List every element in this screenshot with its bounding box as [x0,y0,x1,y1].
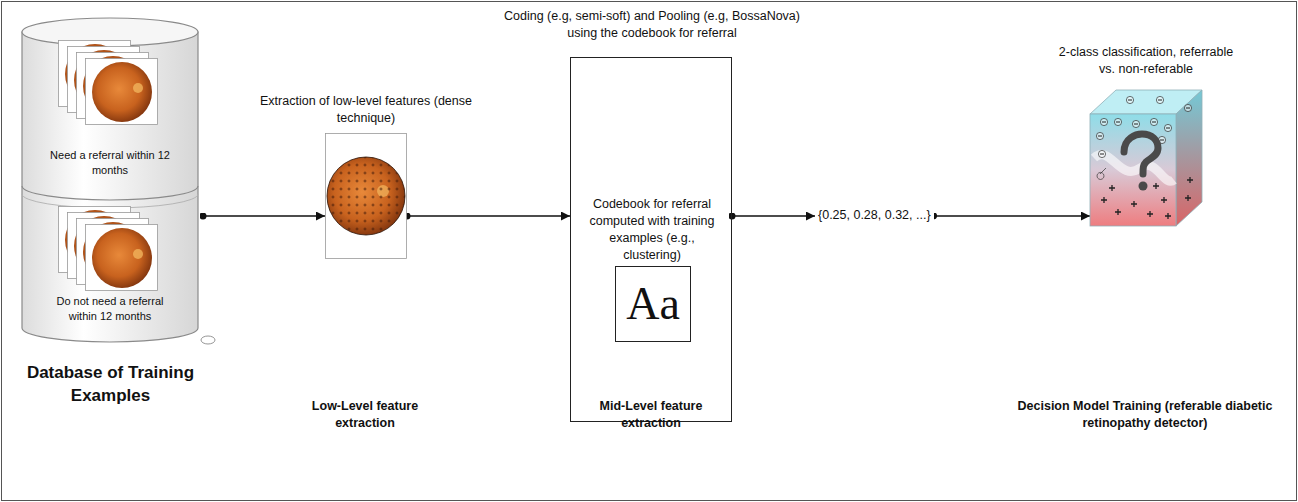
drawing-part [1164,124,1171,131]
drawing-part [1131,201,1137,207]
codebook-box: Aa [615,266,691,342]
drawing-part [1150,118,1157,125]
database-cylinder: Need a referral within 12 months Do not n… [18,10,203,350]
drawing-part [326,134,407,259]
drawing-part [1161,197,1167,203]
flow-arrow [934,215,1090,216]
section-label: Low-Level feature extraction [301,398,429,432]
drawing-part [1097,168,1106,179]
classifier-cube: 2-class classification, referrable vs. n… [1090,88,1202,228]
flow-arrow [407,215,570,216]
classifier-cube [1090,88,1202,228]
drawing-part [1176,90,1202,226]
drawing-part [1094,155,1174,182]
drawing-part [1090,90,1202,114]
drawing-part [1098,150,1105,157]
drawing-part [1124,134,1158,174]
drawing-part [1184,104,1191,111]
drawing-part [86,225,158,291]
flow-arrow [732,215,815,216]
drawing-part [1147,211,1153,217]
feature-vector: {0.25, 0.28, 0.32, ...} [815,206,934,224]
drawing-part [22,194,198,208]
drawing-part [1139,182,1148,191]
drawing-part [1132,120,1139,127]
drawing-part [1165,213,1171,219]
flow-arrow [203,215,325,216]
drawing-part [327,157,405,235]
drawing-part [327,157,405,235]
drawing-part [327,157,405,235]
dense-fundus-image [325,133,407,259]
drawing-part [1114,118,1121,125]
drawing-part [1090,114,1176,226]
drawing-part [22,186,198,200]
section-label: Mid-Level feature extraction [587,398,715,432]
drawing-part [1185,195,1191,201]
drawing-part [1100,118,1107,125]
drawing-part [1115,209,1121,215]
database-heading: Database of Training Examples [23,362,198,408]
codebook-symbol: Aa [616,267,690,341]
class-caption: Do not need a referral within 12 months [50,294,170,324]
drawing-part [1156,96,1163,103]
box-text: Codebook for referral computed with trai… [587,196,717,264]
drawing-part [1096,132,1103,139]
section-label: Decision Model Training (referable diabe… [1000,398,1290,432]
drawing-part [1153,183,1159,189]
drawing-part [1187,177,1193,183]
step-heading: Coding (e.g, semi-soft) and Pooling (e.g… [502,8,802,42]
drawing-part [86,59,158,125]
process-box: AaCoding (e.g, semi-soft) and Pooling (e… [570,57,732,422]
class-caption: Need a referral within 12 months [50,148,170,178]
drawing-part [1109,185,1115,191]
drawing-part [22,32,198,342]
fundus-image: Extraction of low-level features (dense … [325,133,407,259]
step-heading: 2-class classification, referrable vs. n… [1051,44,1241,78]
drawing-part [201,336,215,344]
drawing-part [1126,96,1133,103]
drawing-part [1101,197,1107,203]
vector-text: {0.25, 0.28, 0.32, ...} [818,206,931,224]
step-heading: Extraction of low-level features (dense … [258,93,474,127]
